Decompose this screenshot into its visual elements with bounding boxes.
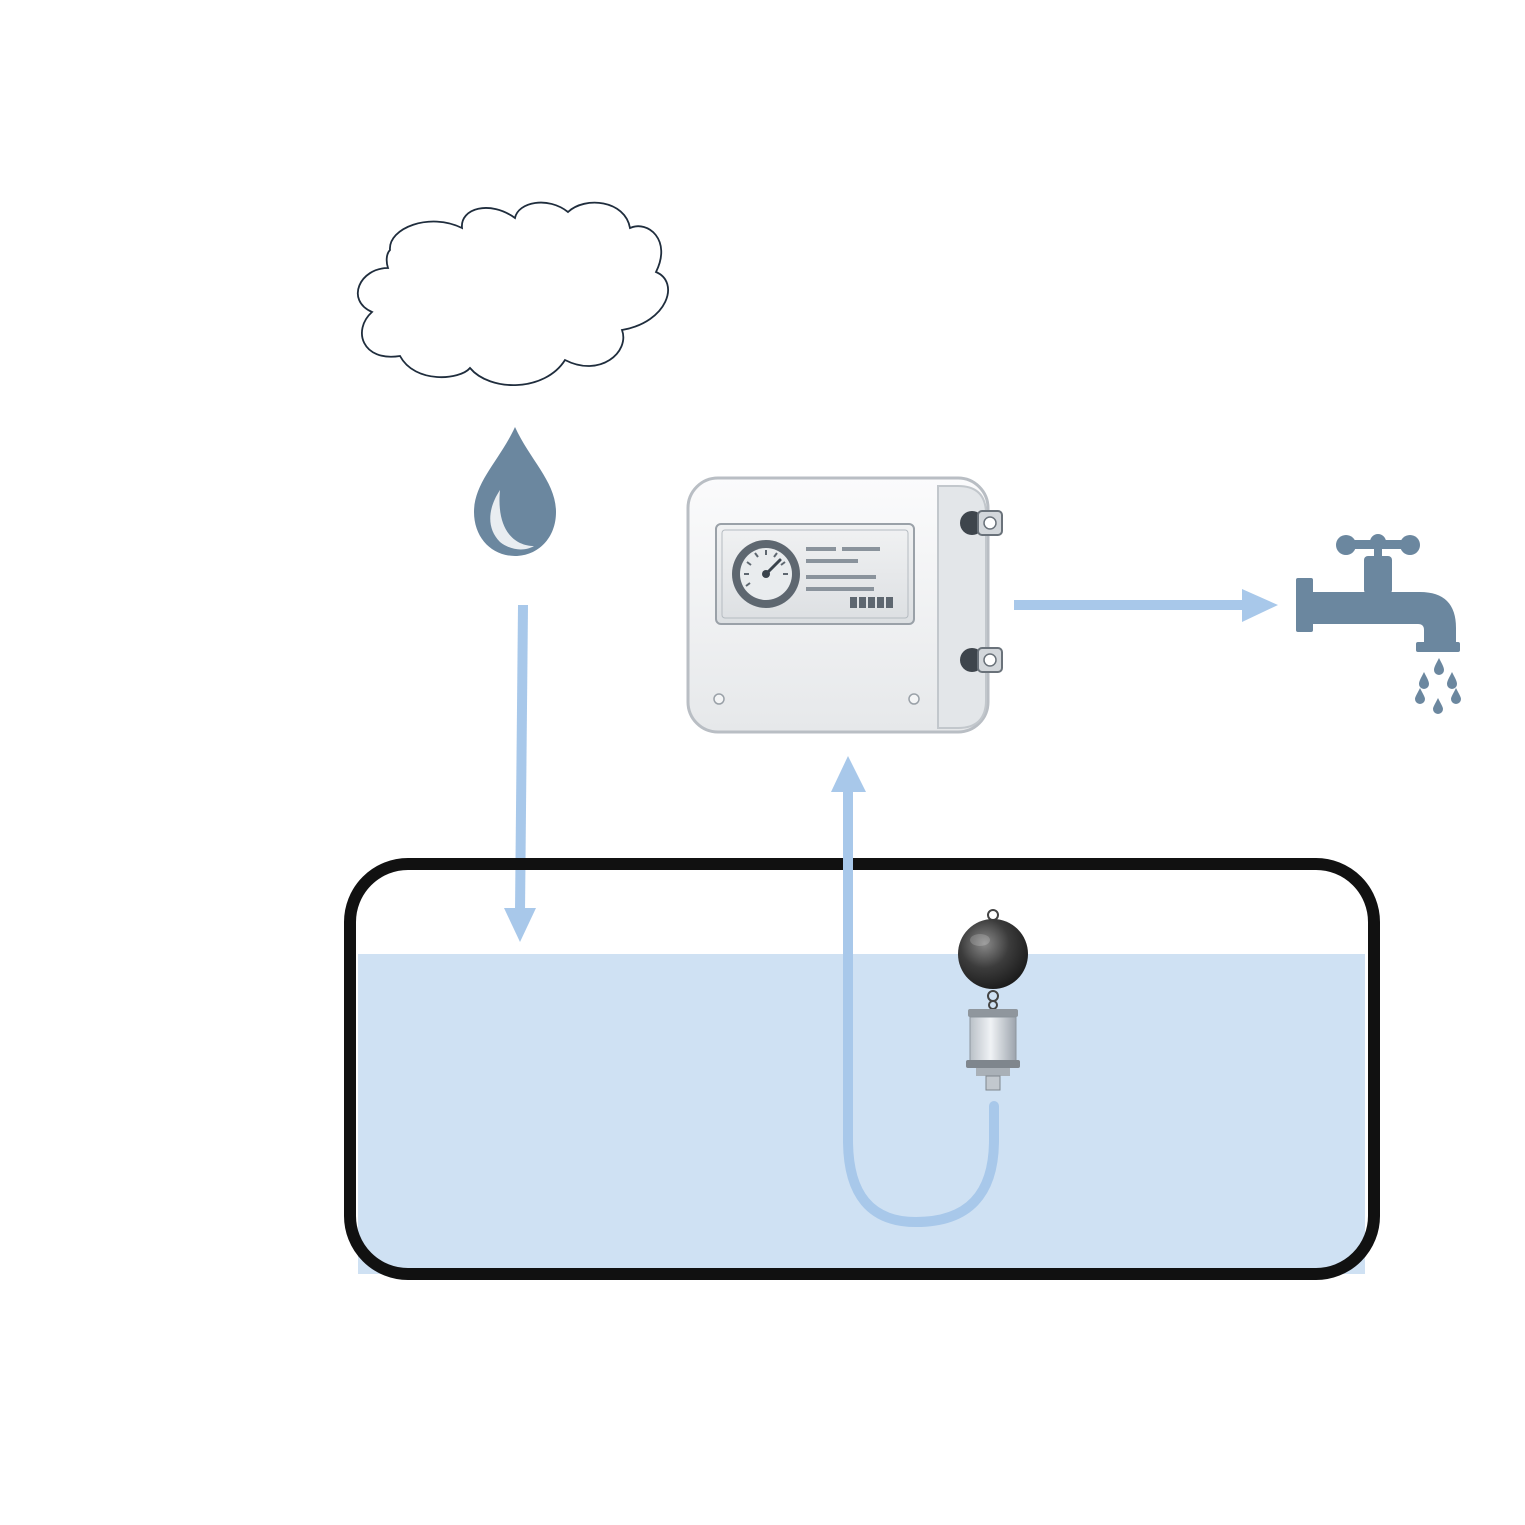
cloud-icon: [357, 201, 669, 386]
flow-arrow-tank-to-controller: [831, 756, 999, 1228]
dripping-water-drops: [1415, 658, 1461, 714]
cloud-outline: [357, 201, 669, 386]
floating-filter-icon: [958, 909, 1028, 1091]
flow-arrow-controller-to-faucet: [1014, 589, 1278, 622]
tank-icon: [344, 858, 1380, 1280]
pipe-fitting-top: [960, 510, 1003, 536]
flow-arrow-rain-to-tank: [504, 604, 536, 942]
water-drop-icon: [474, 427, 556, 556]
pump-controller-icon: [686, 476, 1003, 734]
gauge-icon: [732, 540, 800, 608]
tank-water: [358, 954, 1365, 1274]
pipe-fitting-bottom: [960, 647, 1003, 673]
faucet-icon: [1296, 534, 1461, 714]
